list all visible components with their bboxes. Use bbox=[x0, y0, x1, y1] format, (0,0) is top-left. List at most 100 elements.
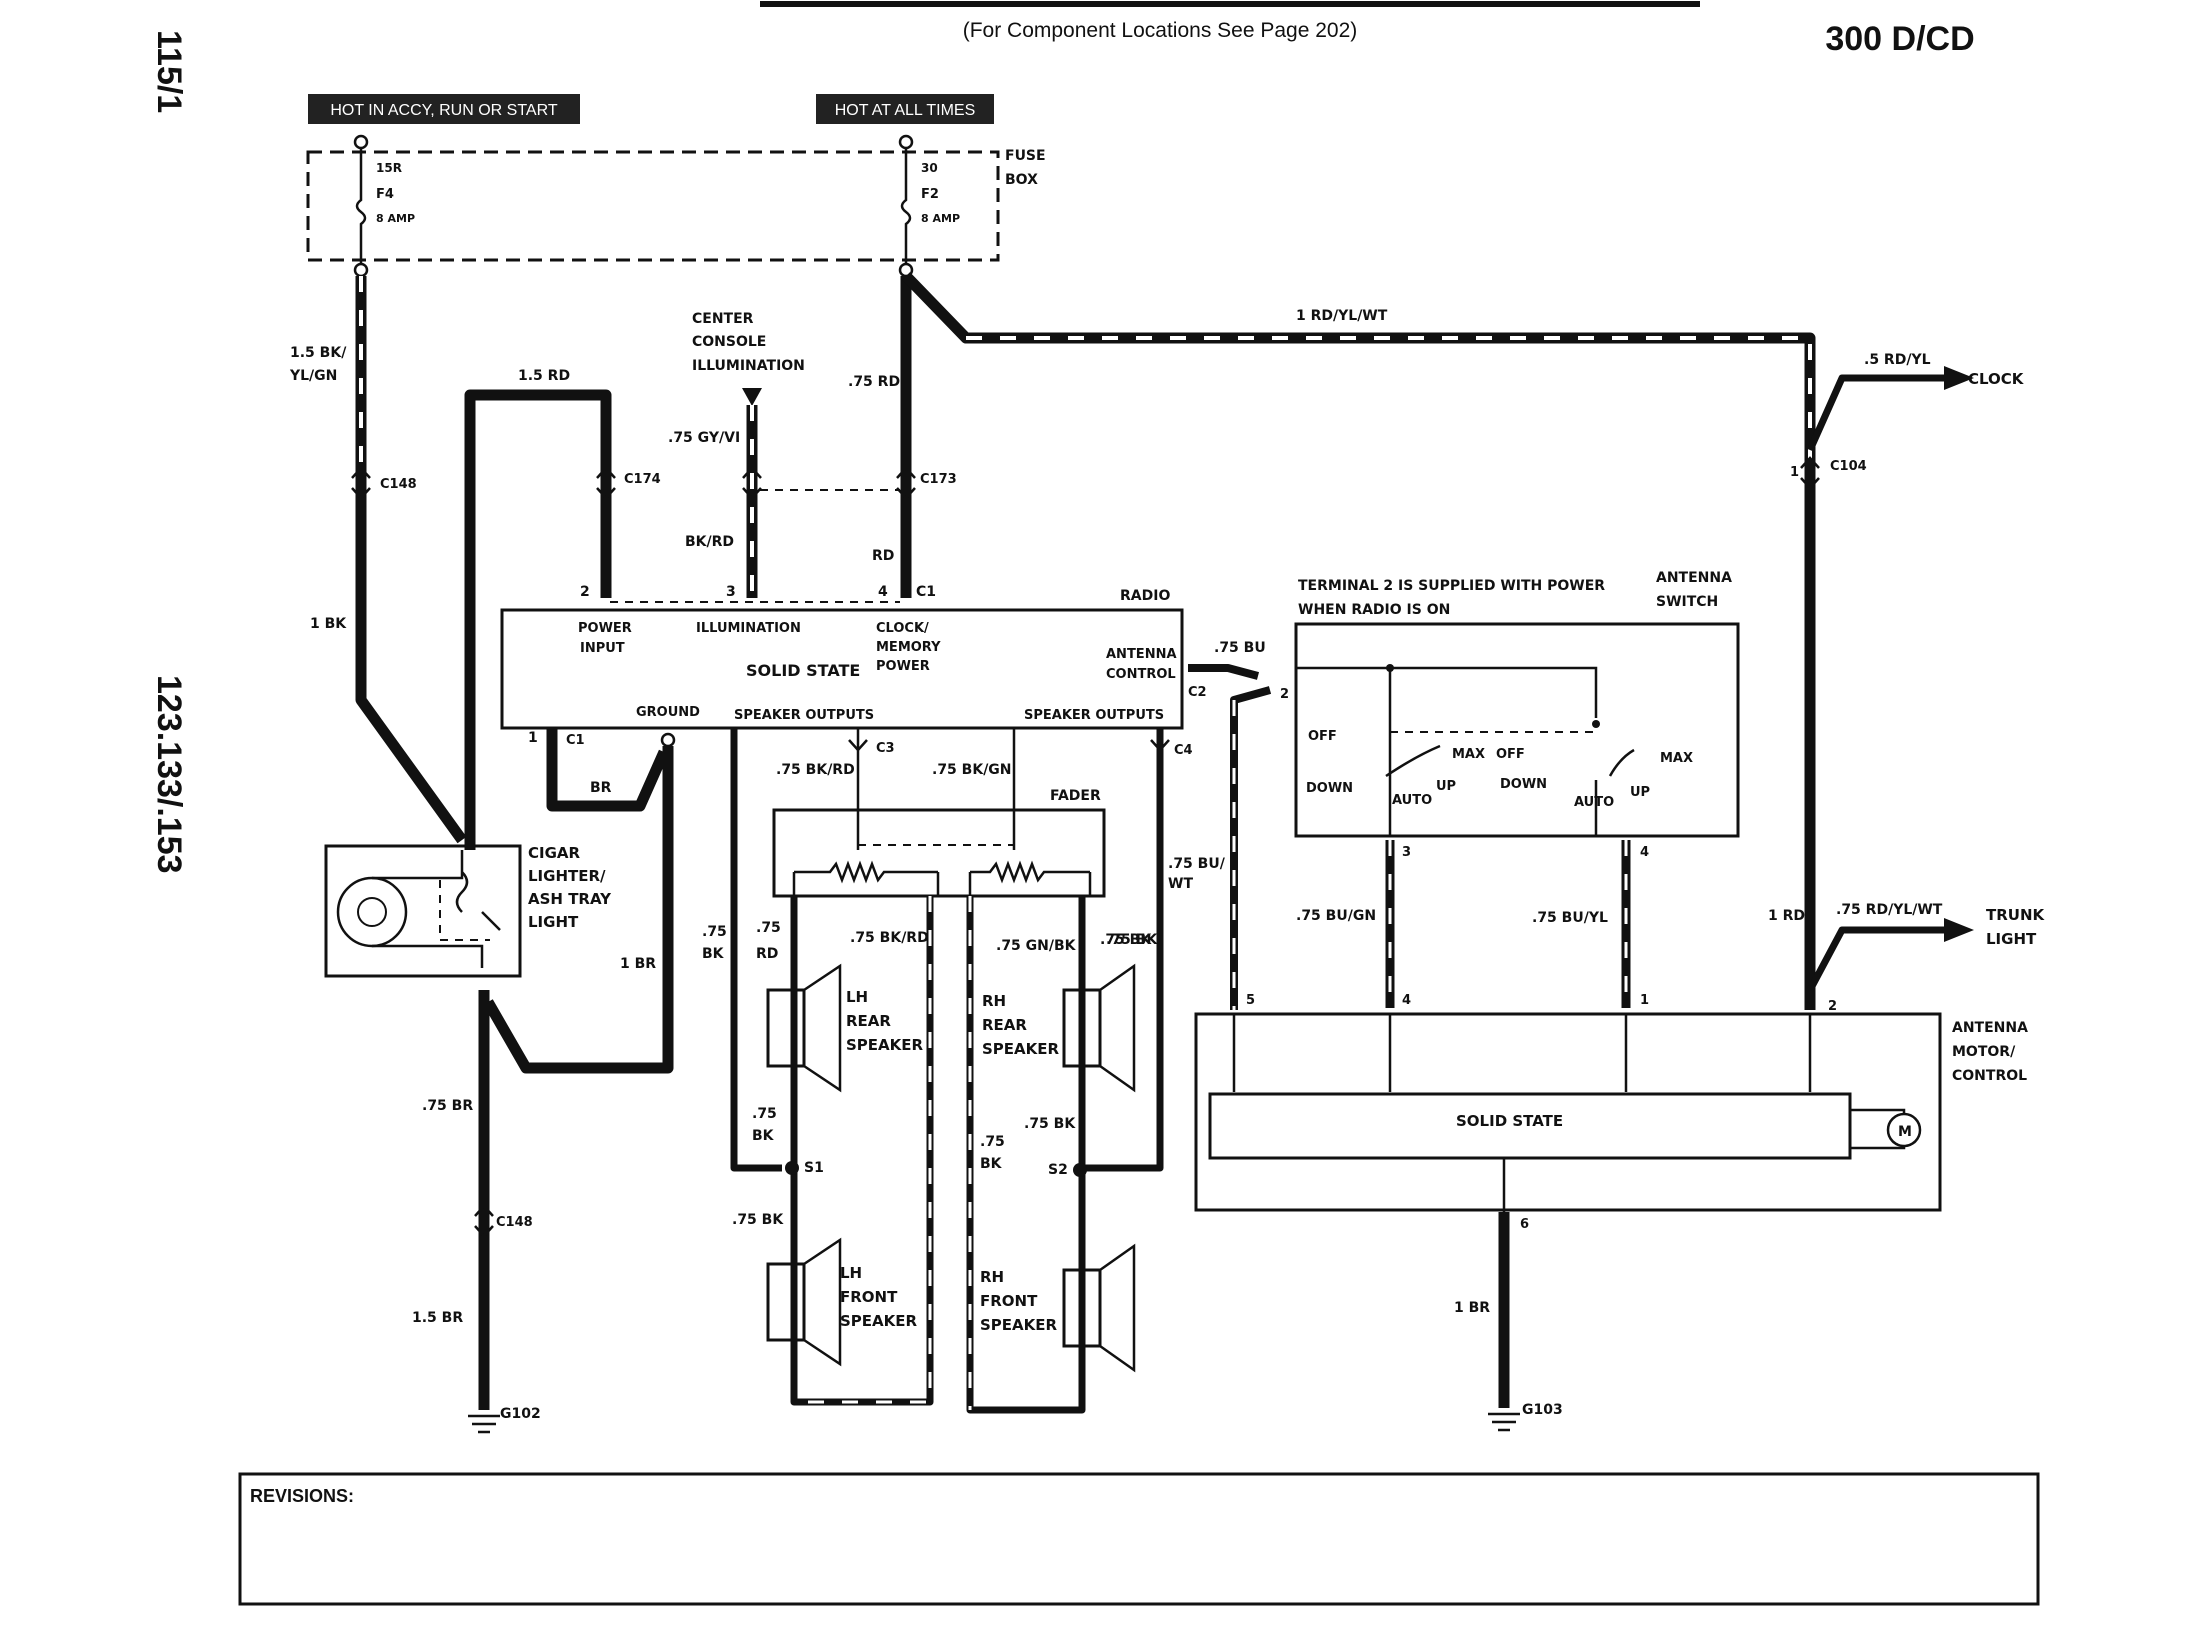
fuse-right-top-terminal bbox=[898, 134, 914, 150]
pin-motor-5: 5 bbox=[1246, 993, 1255, 1008]
lh-front-cone bbox=[803, 1237, 842, 1367]
console-arrow-icon bbox=[742, 388, 762, 406]
wire-label-75-gy-vi: .75 GY/VI bbox=[668, 430, 740, 446]
motor-leads bbox=[1850, 1108, 1906, 1150]
connector-c173: C173 bbox=[920, 472, 957, 487]
rh-rear-label-2: REAR bbox=[982, 1016, 1027, 1034]
wire-label-bk-c: BK bbox=[752, 1128, 775, 1144]
wire-label-75-bk-d: .75 BK bbox=[732, 1212, 784, 1228]
pin-radio-2: 2 bbox=[580, 584, 590, 600]
console-label-3: ILLUMINATION bbox=[692, 358, 805, 374]
wire-label-1-5-rd: 1.5 RD bbox=[518, 368, 570, 384]
hot-accy-badge bbox=[308, 94, 580, 124]
cigar-lighter-box bbox=[324, 844, 522, 978]
hot-accy-label: HOT IN ACCY, RUN OR START bbox=[330, 102, 558, 119]
splice-s1: S1 bbox=[804, 1160, 824, 1176]
cigar-label-1: CIGAR bbox=[528, 844, 581, 862]
wire-label-75-bu: .75 BU bbox=[1214, 640, 1266, 656]
clock-label: CLOCK bbox=[1968, 370, 2025, 388]
antenna-switch-box bbox=[1294, 622, 1740, 838]
fuse-right-terminal: 30 bbox=[921, 161, 938, 175]
switch-max-b: MAX bbox=[1660, 751, 1693, 766]
motor-title-1: ANTENNA bbox=[1952, 1020, 2028, 1036]
switch-note-2: WHEN RADIO IS ON bbox=[1298, 602, 1450, 618]
wire-label-1-5-br: 1.5 BR bbox=[412, 1310, 463, 1326]
switch-auto-a: AUTO bbox=[1392, 793, 1432, 808]
switch-title-1: ANTENNA bbox=[1656, 570, 1732, 586]
radio-ground: GROUND bbox=[636, 705, 700, 720]
subtitle: (For Component Locations See Page 202) bbox=[963, 19, 1358, 42]
console-label-2: CONSOLE bbox=[692, 334, 766, 350]
console-label-1: CENTER bbox=[692, 311, 754, 327]
wire-stripe-lh bbox=[800, 896, 932, 1404]
fuse-left-name: F4 bbox=[376, 187, 394, 202]
switch-off-a: OFF bbox=[1308, 729, 1337, 744]
connector-c4: C4 bbox=[1174, 743, 1193, 758]
wire-label-75-br: .75 BR bbox=[422, 1098, 473, 1114]
trunk-arrow-icon bbox=[1944, 918, 1974, 942]
fuse-left-terminal: 15R bbox=[376, 161, 402, 175]
wire-label-1-br: 1 BR bbox=[620, 956, 656, 972]
wire-rh-speakers bbox=[966, 896, 1086, 1414]
switch-note-1: TERMINAL 2 IS SUPPLIED WITH POWER bbox=[1298, 578, 1605, 594]
connector-c1-top: C1 bbox=[916, 584, 936, 600]
wire-label-75-bk-c: .75 BK bbox=[1024, 1116, 1076, 1132]
radio-clock-2: MEMORY bbox=[876, 640, 941, 655]
wire-label-rd-b: RD bbox=[756, 946, 778, 962]
connector-marks-row bbox=[351, 456, 1820, 500]
wire-label-br: BR bbox=[590, 780, 612, 796]
wire-label-75-rd: .75 RD bbox=[848, 374, 900, 390]
ground-terminal bbox=[660, 732, 676, 748]
fader-title: FADER bbox=[1050, 788, 1101, 804]
wire-label-bk-d: BK bbox=[980, 1156, 1003, 1172]
motor-solid-state-box bbox=[1208, 1092, 1852, 1160]
wire-label-rd: RD bbox=[872, 548, 894, 564]
rh-front-label-1: RH bbox=[980, 1268, 1004, 1286]
radio-solid-state: SOLID STATE bbox=[746, 661, 860, 680]
cigar-label-4: LIGHT bbox=[528, 913, 579, 931]
connector-c148-bot: C148 bbox=[496, 1215, 533, 1230]
fuse-left-top-terminal bbox=[353, 134, 369, 150]
fuse-box bbox=[306, 150, 1000, 262]
switch-auto-b: AUTO bbox=[1574, 795, 1614, 810]
wire-label-5-rd-yl: .5 RD/YL bbox=[1864, 352, 1931, 368]
switch-node-a bbox=[1386, 664, 1394, 672]
wire-label-75-a: .75 bbox=[702, 924, 727, 940]
lighter-element-icon bbox=[357, 897, 387, 927]
wire-label-75-bu-yl: .75 BU/YL bbox=[1532, 910, 1608, 926]
connector-mark-c3 bbox=[848, 739, 868, 752]
switch-down-b: DOWN bbox=[1500, 777, 1547, 792]
wire-label-75-c: .75 bbox=[752, 1106, 777, 1122]
wire-label-1-rd: 1 RD bbox=[1768, 908, 1805, 924]
page-code: 115/1 bbox=[150, 30, 188, 113]
wire-label-75-bk-rd-a: .75 BK/RD bbox=[776, 762, 855, 778]
revisions-label: REVISIONS: bbox=[250, 1486, 354, 1506]
wire-br-ground bbox=[546, 728, 670, 812]
pin-motor-4: 4 bbox=[1402, 993, 1411, 1008]
wire-75-bk-lh-common bbox=[730, 728, 782, 1172]
cigar-label-3: ASH TRAY bbox=[528, 890, 612, 908]
switch-lever-b bbox=[1608, 748, 1635, 777]
wire-label-75-bk-gn: .75 BK/GN bbox=[932, 762, 1012, 778]
pin-motor-6: 6 bbox=[1520, 1217, 1529, 1232]
motor-input-lines bbox=[1232, 1014, 1812, 1092]
radio-spk-out-right: SPEAKER OUTPUTS bbox=[1024, 708, 1164, 723]
wire-5-rd-yl bbox=[1806, 374, 1944, 452]
antenna-motor-box bbox=[1194, 1012, 1942, 1212]
connector-mark-c4 bbox=[1150, 739, 1170, 752]
fuse-left-bottom-terminal bbox=[353, 262, 369, 278]
wire-label-bk-a: BK bbox=[702, 946, 725, 962]
wire-75-rd-yl-wt bbox=[1806, 926, 1944, 992]
rh-rear-speaker-icon bbox=[1062, 988, 1102, 1068]
switch-circuit bbox=[1296, 666, 1598, 836]
radio-antenna-1: ANTENNA bbox=[1106, 647, 1177, 662]
radio-spk-out-left: SPEAKER OUTPUTS bbox=[734, 708, 874, 723]
ground-g102: G102 bbox=[500, 1406, 541, 1422]
wire-label-75-bk-a: .75 BK bbox=[1100, 932, 1152, 948]
fuse-right-rating: 8 AMP bbox=[921, 212, 960, 225]
lh-front-label-2: FRONT bbox=[840, 1288, 898, 1306]
pin-motor-1: 1 bbox=[1640, 993, 1649, 1008]
fader-wipers bbox=[856, 808, 1016, 850]
connector-c174: C174 bbox=[624, 472, 661, 487]
wire-label-75-bu-wt-2: WT bbox=[1168, 876, 1193, 892]
